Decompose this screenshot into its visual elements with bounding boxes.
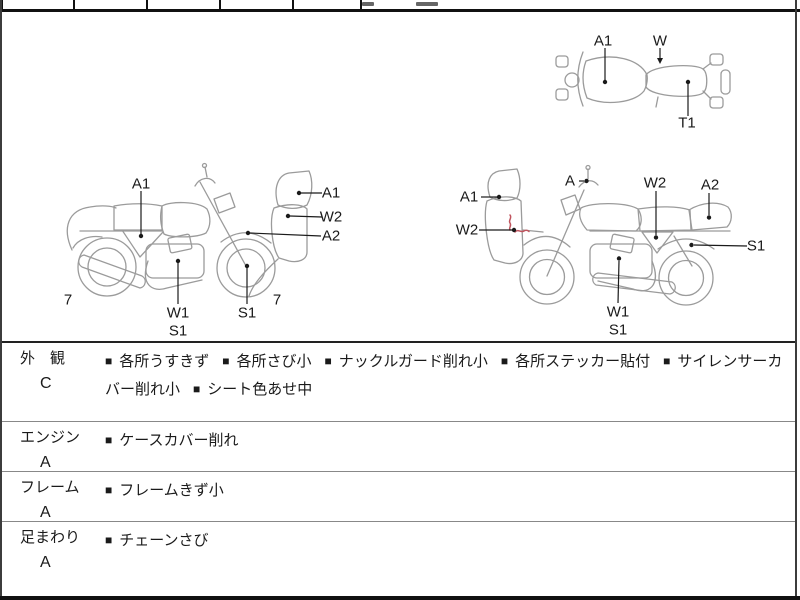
damage-mark-red-scribble [508,214,530,233]
condition-item: ■ナックルガード削れ小 [324,353,488,370]
part-code-label: T1 [678,114,696,132]
condition-row-frame: フレーム A ■フレームきず小 [2,471,795,521]
condition-item: ■ケースカバー削れ [105,432,239,449]
motorcycle-right-side-drawing [479,164,748,306]
condition-item: ■各所さび小 [222,353,312,370]
bullet-square-icon: ■ [105,483,113,497]
category-label: 外 観 [20,350,66,367]
part-code-label: A1 [321,184,341,202]
condition-items: ■各所うすきず ■各所さび小 ■ナックルガード削れ小 ■各所ステッカー貼付■サイレンサ… [103,343,795,421]
bullet-square-icon: ■ [222,354,230,368]
condition-table: 外 観 C ■各所うすきず ■各所さび小 ■ナックルガード削れ小 ■各所ステッカー貼付… [2,341,795,595]
part-code-label: S1 [746,237,766,255]
condition-item: ■シート色あせ中 [193,381,313,398]
motorcycle-top-view-drawing [555,48,731,116]
part-code-label: W1 [166,304,190,322]
category-label: エンジン [20,429,81,446]
part-code-label: S1 [608,321,628,339]
part-code-label: A2 [700,176,720,194]
grade-number-label: 7 [63,291,73,309]
condition-items: ■ケースカバー削れ [103,422,795,471]
header-divider [292,0,294,9]
bullet-square-icon: ■ [105,354,113,368]
part-code-label: W [652,32,668,50]
part-code-label: A1 [131,175,151,193]
header-divider [73,0,75,9]
condition-label: 外 観 C [2,343,103,421]
grade-value: C [40,375,52,392]
header-divider [360,0,362,9]
sheet-border-right [795,0,797,600]
condition-row-engine: エンジン A ■ケースカバー削れ [2,421,795,471]
header-border [0,9,800,12]
grade-value: A [40,554,51,571]
header-divider [219,0,221,9]
part-code-label: A [564,172,576,190]
bullet-square-icon: ■ [324,354,332,368]
condition-label: 足まわり A [2,522,103,595]
diagram-left-side: A1 A1 W2 A2 W1 S1 S1 7 7 [50,160,350,345]
bullet-square-icon: ■ [105,533,113,547]
part-code-label: A1 [593,32,613,50]
motorcycle-left-side-drawing [66,162,323,304]
sheet-border-left [0,0,2,600]
diagram-top-view: A1 W T1 [540,25,760,143]
condition-row-undercarriage: 足まわり A ■チェーンさび [2,521,795,595]
condition-row-exterior: 外 観 C ■各所うすきず ■各所さび小 ■ナックルガード削れ小 ■各所ステッカー貼付… [2,341,795,421]
category-label: 足まわり [20,529,81,546]
sheet-border-bottom [0,596,800,600]
part-code-label: A2 [321,227,341,245]
condition-item: ■チェーンさび [105,532,209,549]
bullet-square-icon: ■ [500,354,509,368]
category-label: フレーム [20,479,80,496]
clipped-text-fragment [416,2,438,6]
clipped-text-fragment [362,2,374,6]
condition-items: ■チェーンさび [103,522,795,595]
grade-number-label: 7 [272,291,282,309]
condition-item: ■フレームきず小 [105,482,224,499]
condition-label: フレーム A [2,472,103,521]
header-divider [146,0,148,9]
header-row-clipped [0,0,800,9]
condition-items: ■フレームきず小 [103,472,795,521]
part-code-label: A1 [459,188,479,206]
part-code-label: W2 [319,208,343,226]
part-code-label: W2 [455,221,479,239]
diagram-right-side: A1 W2 A W2 A2 S1 W1 S1 [440,160,775,345]
bullet-square-icon: ■ [663,354,671,368]
condition-item: ■各所ステッカー貼付 [500,353,651,370]
part-code-label: S1 [168,322,188,340]
header-divider [1,0,3,9]
bullet-square-icon: ■ [193,382,201,396]
grade-value: A [40,504,51,521]
part-code-label: W2 [643,174,667,192]
bullet-square-icon: ■ [105,433,113,447]
condition-label: エンジン A [2,422,103,471]
part-code-label: W1 [606,303,630,321]
condition-item: ■各所うすきず [105,353,210,370]
grade-value: A [40,454,51,471]
part-code-label: S1 [237,304,257,322]
condition-item: ■サイレンサーカバー削れ小 [105,353,783,398]
